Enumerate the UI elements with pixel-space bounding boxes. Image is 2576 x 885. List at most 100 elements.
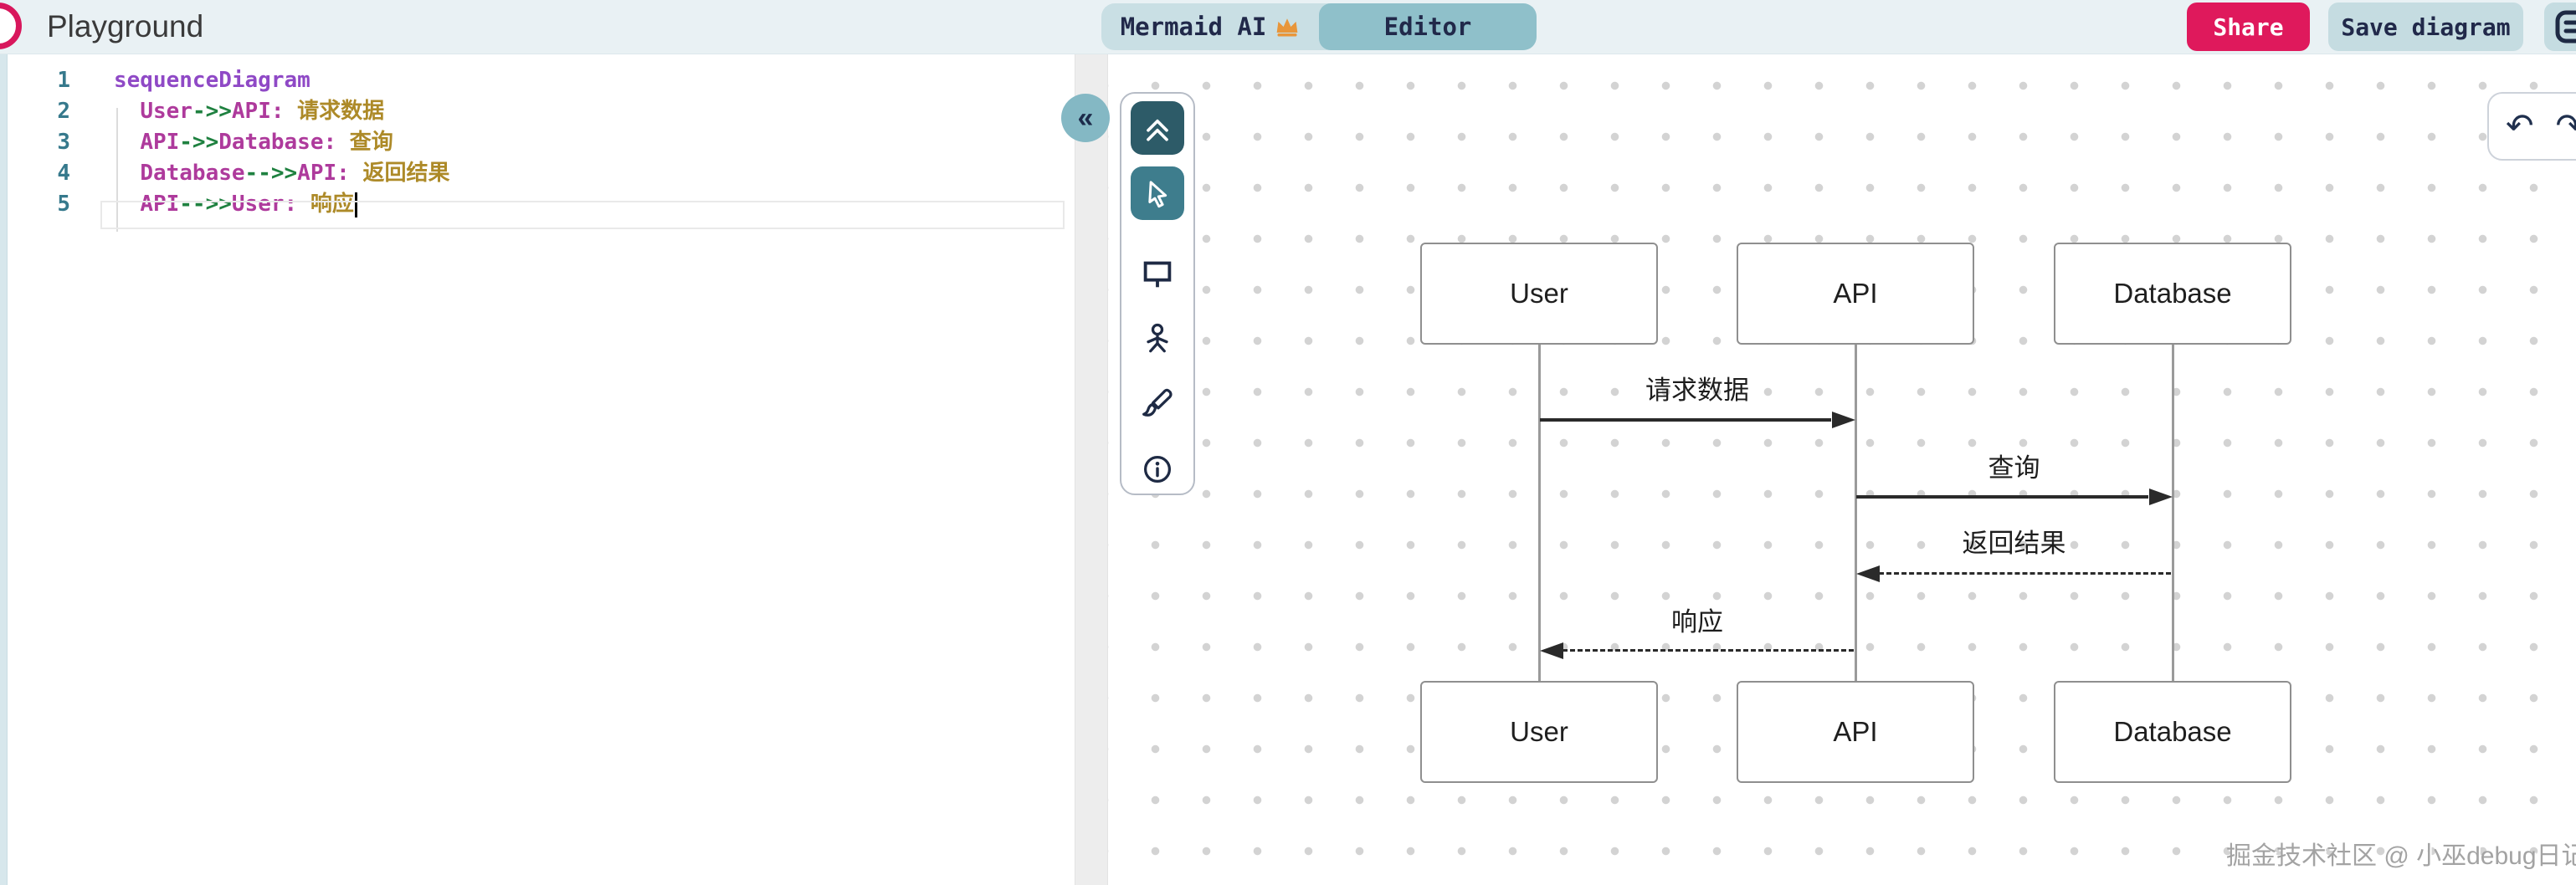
code-token: 响应 xyxy=(297,192,354,217)
chevrons-left-icon: « xyxy=(1077,101,1094,134)
code-line-content: API-->>User: 响应 xyxy=(70,189,357,220)
actor-box-api-top[interactable]: API xyxy=(1737,243,1974,345)
actor-label: User xyxy=(1510,716,1568,747)
style-tool-button[interactable] xyxy=(1131,377,1184,431)
feedback-panel-icon xyxy=(2555,10,2576,43)
code-token: : xyxy=(270,99,285,124)
history-controls: ↶ ↷ xyxy=(2487,92,2576,161)
line-number: 5 xyxy=(57,192,70,217)
message-line xyxy=(1563,649,1854,652)
paintbrush-icon xyxy=(1142,388,1173,417)
actor-label: Database xyxy=(2113,278,2232,309)
line-number: 4 xyxy=(57,161,70,186)
message-label[interactable]: 响应 xyxy=(1671,607,1723,637)
actor-box-database-top[interactable]: Database xyxy=(2054,243,2291,345)
undo-button[interactable]: ↶ xyxy=(2506,108,2534,145)
feedback-button[interactable] xyxy=(2544,3,2576,51)
code-token: User xyxy=(140,99,192,124)
whiteboard-tool-button[interactable] xyxy=(1131,247,1184,300)
actor-label: API xyxy=(1833,278,1878,309)
actor-box-user-top[interactable]: User xyxy=(1420,243,1658,345)
code-token: sequenceDiagram xyxy=(114,68,310,93)
panel-divider[interactable] xyxy=(1075,54,1108,885)
share-button[interactable]: Share xyxy=(2187,3,2310,51)
chevrons-up-icon xyxy=(1147,119,1168,141)
code-token: : xyxy=(323,130,337,155)
code-line: 5 API-->>User: 响应 xyxy=(0,189,1075,220)
save-diagram-button[interactable]: Save diagram xyxy=(2328,3,2523,51)
collapse-toolbar-button[interactable] xyxy=(1131,101,1184,155)
text-cursor xyxy=(354,192,357,217)
actor-label: Database xyxy=(2113,716,2232,747)
tab-editor[interactable]: Editor xyxy=(1319,3,1537,50)
code-token: 查询 xyxy=(336,130,393,155)
line-number: 1 xyxy=(57,68,70,93)
mode-switcher: Mermaid AI Editor xyxy=(1101,3,1537,50)
code-line: 1 sequenceDiagram xyxy=(0,65,1075,96)
lifeline-api xyxy=(1855,345,1857,681)
actor-label: User xyxy=(1510,278,1568,309)
message-line xyxy=(1879,572,2171,575)
message-label[interactable]: 返回结果 xyxy=(1962,529,2066,558)
actor-box-user-bottom[interactable]: User xyxy=(1420,681,1658,783)
code-line-content: User->>API: 请求数据 xyxy=(70,96,384,127)
collapse-editor-button[interactable]: « xyxy=(1061,94,1110,142)
tab-mermaid-ai-label: Mermaid AI xyxy=(1120,13,1267,41)
whiteboard-icon xyxy=(1143,261,1172,288)
code-line: 3 API->>Database: 查询 xyxy=(0,127,1075,158)
lifeline-database xyxy=(2172,345,2174,681)
actor-label: API xyxy=(1833,716,1878,747)
message-label[interactable]: 请求数据 xyxy=(1645,376,1749,405)
actor-icon xyxy=(1147,323,1168,353)
code-token: API xyxy=(140,130,180,155)
line-number: 3 xyxy=(57,130,70,155)
code-token: -->> xyxy=(179,192,232,217)
code-token: ->> xyxy=(192,99,232,124)
tab-editor-label: Editor xyxy=(1383,13,1472,41)
code-token: : xyxy=(336,161,350,186)
crown-icon xyxy=(1276,18,1298,37)
code-line-content: sequenceDiagram xyxy=(70,65,310,96)
code-line-content: Database-->>API: 返回结果 xyxy=(70,158,449,189)
code-token: API xyxy=(231,99,271,124)
cursor-icon xyxy=(1148,181,1167,208)
code-token: API xyxy=(140,192,180,217)
code-token: -->> xyxy=(244,161,298,186)
message-line xyxy=(1540,418,1831,422)
watermark: 掘金技术社区 @ 小巫debug日记 xyxy=(2226,842,2576,870)
lifeline-user xyxy=(1538,345,1541,681)
actor-box-database-bottom[interactable]: Database xyxy=(2054,681,2291,783)
code-token: Database xyxy=(140,161,245,186)
code-token: 返回结果 xyxy=(349,161,450,186)
code-token: ->> xyxy=(179,130,219,155)
actor-box-api-bottom[interactable]: API xyxy=(1737,681,1974,783)
redo-button[interactable]: ↷ xyxy=(2555,108,2576,145)
arrowhead-left-icon xyxy=(1856,565,1880,582)
arrowhead-right-icon xyxy=(2149,489,2173,505)
canvas-toolbar xyxy=(1120,92,1195,495)
message-line xyxy=(1856,495,2148,499)
code-line: 4 Database-->>API: 返回结果 xyxy=(0,158,1075,189)
code-token: API xyxy=(297,161,337,186)
header-bar: Playground Mermaid AI Editor Share Save … xyxy=(0,0,2576,54)
mermaid-logo-icon[interactable] xyxy=(0,3,22,49)
code-token: 请求数据 xyxy=(284,99,385,124)
code-token: User xyxy=(231,192,285,217)
page-title: Playground xyxy=(47,9,204,43)
message-label[interactable]: 查询 xyxy=(1988,453,2040,483)
add-actor-button[interactable] xyxy=(1131,312,1184,366)
arrowhead-left-icon xyxy=(1540,642,1563,659)
arrowhead-right-icon xyxy=(1832,412,1855,428)
select-tool-button[interactable] xyxy=(1131,166,1184,220)
indent-guide xyxy=(116,108,118,232)
code-line: 2 User->>API: 请求数据 xyxy=(0,96,1075,127)
info-button[interactable] xyxy=(1131,442,1184,496)
tab-mermaid-ai[interactable]: Mermaid AI xyxy=(1101,3,1319,50)
line-number: 2 xyxy=(57,99,70,124)
code-token: Database xyxy=(218,130,324,155)
editor-edge-strip xyxy=(0,54,8,885)
